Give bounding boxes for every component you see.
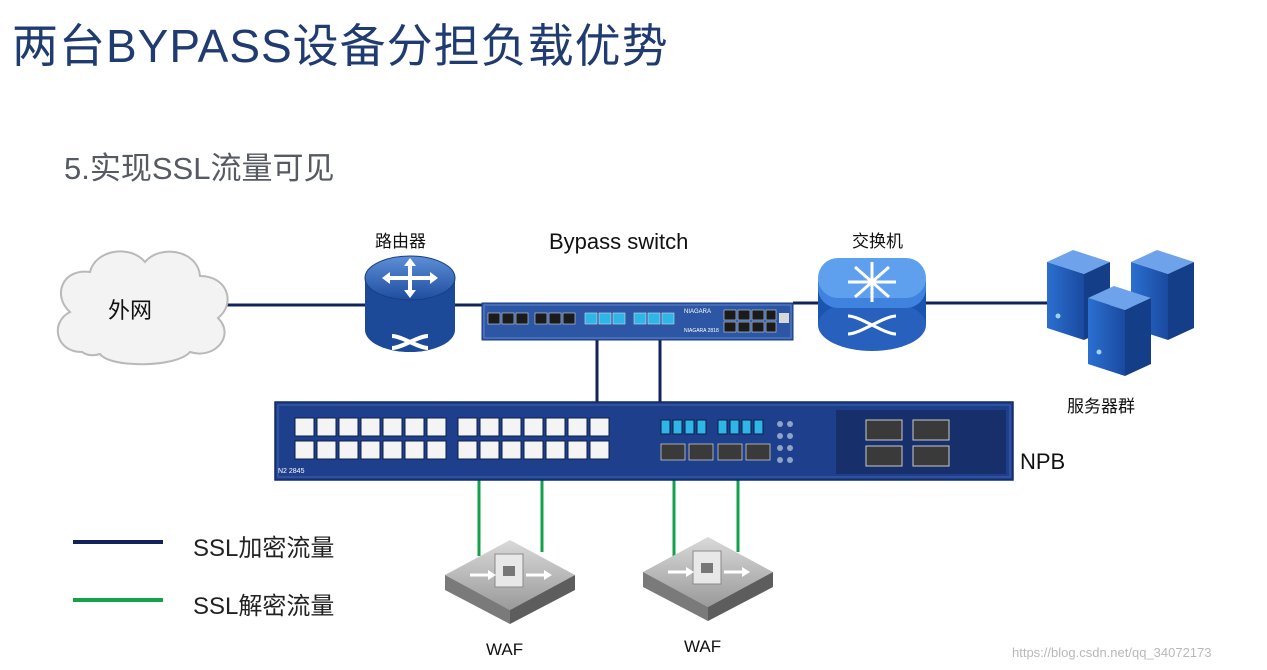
npb-device: N2 2845 [274,401,1014,481]
legend-label-decrypted: SSL解密流量 [193,593,335,620]
internet-label: 外网 [108,298,153,323]
server-cluster-icon [1047,250,1194,376]
watermark: https://blog.csdn.net/qq_34072173 [1012,645,1212,660]
switch-label: 交换机 [852,232,903,251]
legend-label-encrypted: SSL加密流量 [193,535,335,562]
npb-model: N2 2845 [278,468,305,475]
bypass-model: NIAGARA 2818 [684,328,719,334]
bypass-switch-device: NIAGARA NIAGARA 2818 [481,302,794,341]
servers-label: 服务器群 [1067,397,1135,416]
router-icon [364,255,456,352]
waf1-label: WAF [486,640,524,659]
bypass-brand: NIAGARA [684,309,711,315]
waf-icon [445,540,575,624]
encrypted-links [225,301,1050,402]
waf2-label: WAF [684,637,722,656]
switch-icon [818,258,926,351]
server-icon [1088,286,1151,376]
npb-label: NPB [1020,449,1066,474]
slide-subtitle: 5.实现SSL流量可见 [64,151,335,186]
waf-icon [643,537,773,621]
bypass-label: Bypass switch [549,229,689,254]
router-label: 路由器 [375,232,426,251]
decrypted-links [477,480,740,556]
slide-title: 两台BYPASS设备分担负载优势 [12,20,669,72]
cloud-icon [56,250,229,366]
